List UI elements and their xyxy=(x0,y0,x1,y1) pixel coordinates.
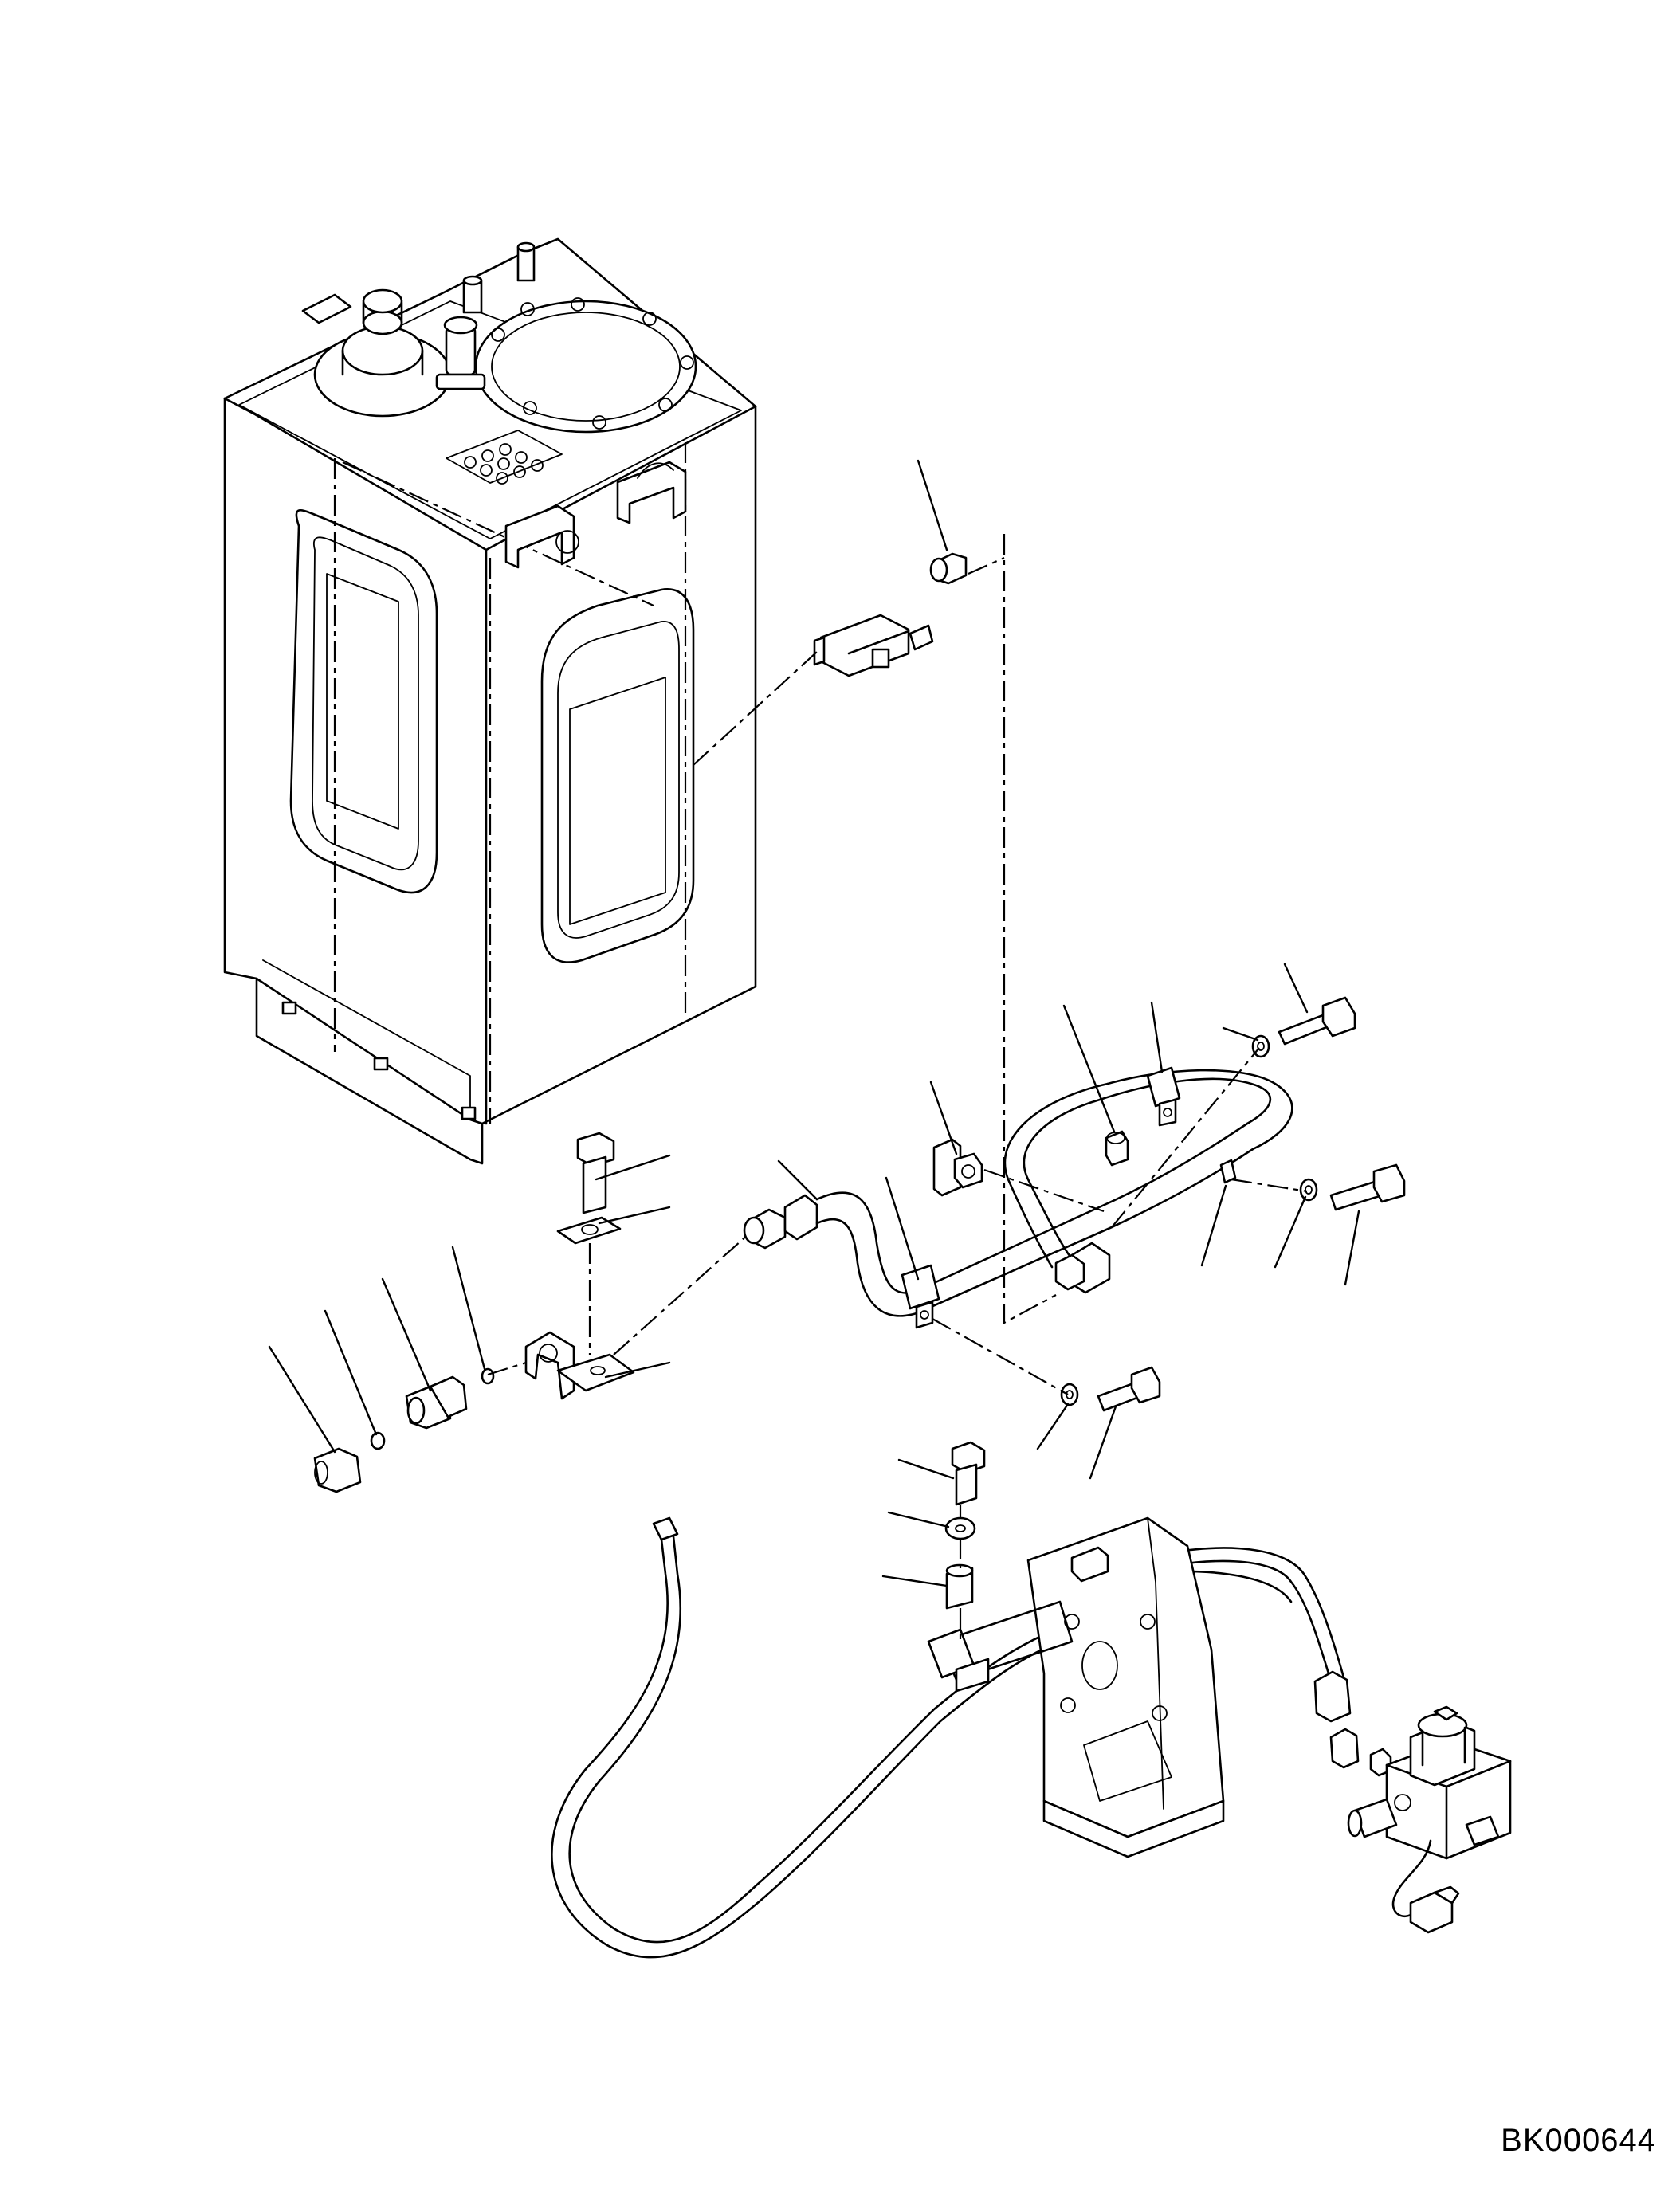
bolt-lower-stack xyxy=(951,1441,986,1506)
plate-washer xyxy=(556,1216,622,1245)
cap-nut xyxy=(313,1447,362,1493)
clip-bracket xyxy=(932,1138,983,1197)
pressure-switch xyxy=(813,614,934,677)
pipe-assembly xyxy=(743,1066,1293,1329)
mounting-bracket xyxy=(524,1331,635,1400)
o-ring-left xyxy=(370,1431,386,1450)
alignment-lines xyxy=(487,534,1308,1642)
hydraulic-tank xyxy=(223,237,757,1165)
o-ring-small xyxy=(481,1367,495,1385)
bolt-upper-right xyxy=(1278,996,1356,1046)
flexible-hose xyxy=(551,1516,1360,1959)
control-valve xyxy=(1347,1705,1512,1934)
leader-lines xyxy=(268,459,1360,1587)
adapter-left xyxy=(405,1375,468,1430)
adapter-fitting xyxy=(929,552,968,585)
spacer-lower-stack xyxy=(945,1563,974,1610)
drawing-code: BK000644 xyxy=(1501,2123,1656,2158)
washer-lower-stack xyxy=(944,1516,976,1540)
washer-lower-right xyxy=(1060,1383,1079,1406)
pedal-bracket xyxy=(927,1516,1225,1858)
bolt-mid-right xyxy=(1329,1163,1406,1211)
bolt-vertical xyxy=(576,1132,615,1214)
washer-mid-right xyxy=(1299,1178,1318,1202)
bolt-lower-right xyxy=(1097,1366,1161,1412)
